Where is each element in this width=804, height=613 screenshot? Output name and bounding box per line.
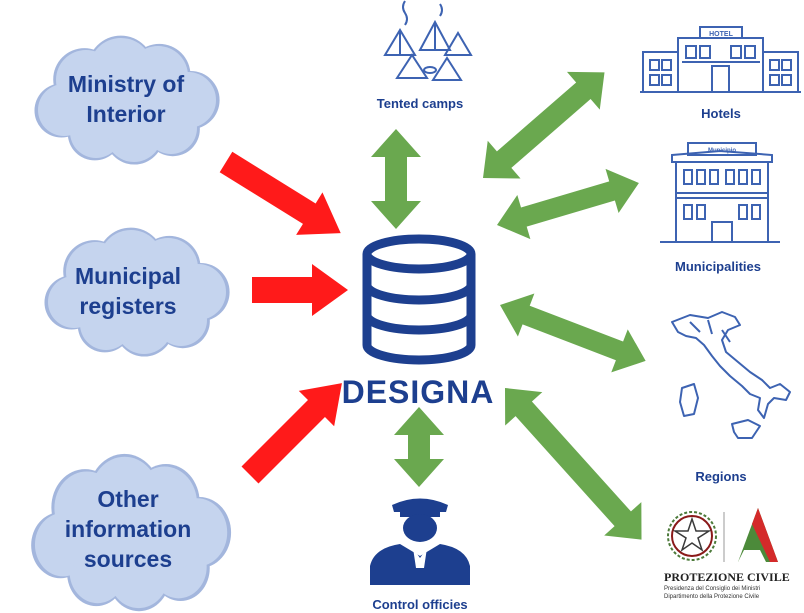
- hotel-sign: HOTEL: [709, 31, 733, 38]
- municipalities-label: Municipalities: [675, 259, 761, 274]
- municipal-registers-cloud: Municipal registers: [44, 227, 230, 357]
- tented-camps-double-arrow: [371, 129, 421, 229]
- municipalities-double-arrow: [497, 168, 639, 240]
- other-line-2: information: [65, 516, 192, 542]
- hotels-double-arrow: [483, 71, 605, 179]
- tented-camps-label: Tented camps: [377, 96, 463, 111]
- hotel-icon: [640, 26, 801, 93]
- regions-double-arrow: [500, 293, 646, 373]
- control-officies-double-arrow: [394, 407, 444, 487]
- police-officer-icon: [370, 498, 470, 585]
- designa-label: DESIGNA: [342, 374, 495, 410]
- protezione-civile-line-1: Presidenza del Consiglio dei Ministri: [664, 586, 760, 592]
- tented-camps-icon: [383, 0, 473, 81]
- italy-map-icon: [671, 311, 791, 439]
- control-officies-label: Control officies: [372, 597, 467, 612]
- other-to-designa-arrow: [241, 383, 342, 484]
- protezione-civile-title: PROTEZIONE CIVILE: [664, 570, 790, 584]
- other-line-1: Other: [97, 486, 158, 512]
- registers-to-designa-arrow: [252, 264, 348, 316]
- officer-collar: [413, 548, 427, 568]
- protezione-civile-triangle-icon: [738, 508, 778, 562]
- registers-line-2: registers: [79, 293, 176, 319]
- hotels-label: Hotels: [701, 106, 741, 121]
- municipio-sign: Municipio: [708, 148, 736, 154]
- regions-label: Regions: [695, 469, 746, 484]
- protezione-civile-line-2: Dipartimento della Protezione Civile: [664, 594, 760, 600]
- ministry-to-designa-arrow: [219, 151, 341, 235]
- ministry-line-1: Ministry of: [68, 71, 185, 97]
- ministry-line-2: Interior: [86, 101, 165, 127]
- italian-republic-emblem-icon: [667, 511, 717, 561]
- database-icon: [362, 234, 476, 365]
- registers-line-1: Municipal: [75, 263, 181, 289]
- municipio-icon: [660, 142, 780, 243]
- protezione-civile-double-arrow: [505, 388, 642, 540]
- ministry-of-interior-cloud: Ministry of Interior: [34, 35, 220, 165]
- other-line-3: sources: [84, 546, 172, 572]
